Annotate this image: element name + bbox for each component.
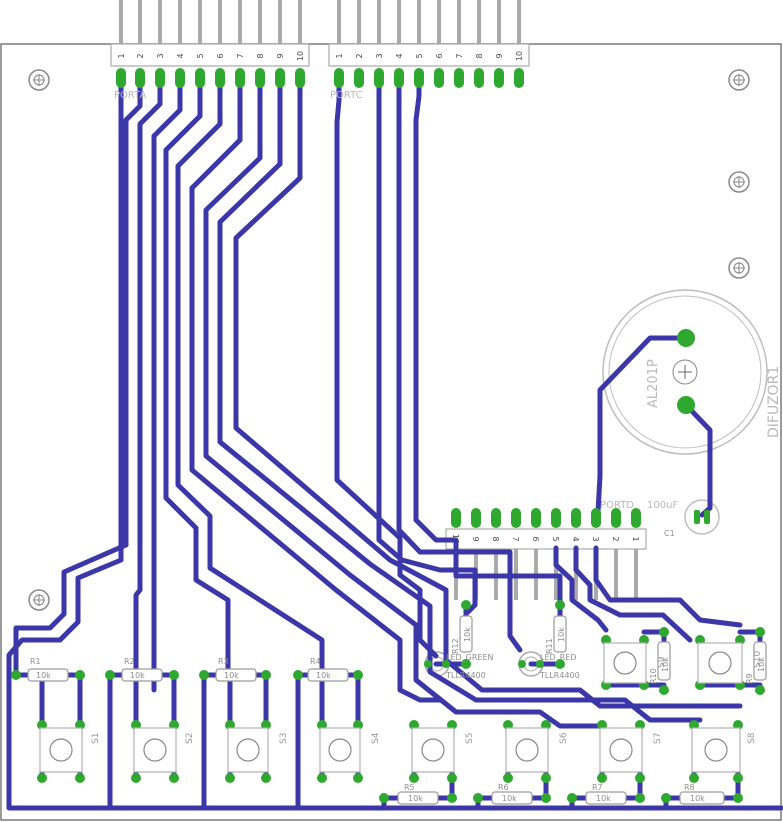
switch-s1-label: S1	[91, 733, 101, 744]
led-green-part: TLLR4400	[445, 671, 486, 680]
portc-pin-8: 8	[475, 53, 484, 58]
portd-pin-8: 8	[491, 536, 500, 541]
resistor-r3-label: R3	[218, 657, 229, 666]
switch-s8-label: S8	[747, 732, 757, 744]
porta-pin-9: 9	[276, 53, 285, 58]
capacitor-outline	[684, 499, 720, 535]
porta-header-pins	[119, 0, 302, 44]
portd-pin-9: 9	[471, 536, 480, 541]
resistor-r1-value: 10k	[36, 671, 51, 680]
resistor-r10-value: 10k	[661, 657, 670, 672]
mounting-hole-bottom-left	[28, 589, 50, 611]
mounting-hole-top-left	[28, 69, 50, 91]
resistor-r4-value: 10k	[316, 671, 331, 680]
portc-pin-6: 6	[435, 53, 444, 58]
portd-pin-5: 5	[551, 536, 560, 541]
portc-pin-3: 3	[375, 53, 384, 58]
resistor-r9-value: 10k	[757, 657, 766, 672]
portd-pin-2: 2	[611, 536, 620, 541]
portc-pin-4: 4	[395, 53, 404, 58]
resistor-r10-label: R10	[649, 668, 658, 684]
switch-bodies	[39, 642, 743, 773]
porta-header-body	[110, 43, 310, 67]
switch-s3-label: S3	[279, 733, 289, 744]
resistor-r11-value: 10k	[557, 627, 566, 642]
resistor-r7-value: 10k	[596, 794, 611, 803]
switch-s9-label: S9	[657, 656, 667, 668]
switch-s10-label: S10	[753, 651, 763, 668]
portd-pin-7: 7	[511, 536, 520, 541]
resistor-r11-label: R11	[545, 638, 554, 654]
porta-pin-3: 3	[156, 53, 165, 58]
header-pads	[116, 68, 641, 528]
resistor-r7-label: R7	[592, 783, 603, 792]
resistor-r2-value: 10k	[130, 671, 145, 680]
resistor-r4-label: R4	[310, 657, 321, 666]
portc-pin-5: 5	[415, 53, 424, 58]
portd-pin-6: 6	[531, 536, 540, 541]
copper-traces	[6, 73, 783, 811]
resistor-r1-label: R1	[30, 657, 41, 666]
resistor-r9-label: R9	[745, 673, 754, 684]
portc-pin-numbers: 1 2 3 4 5 6 7 8 9 10	[335, 51, 524, 61]
switch-s5-label: S5	[465, 733, 475, 744]
resistor-r8-value: 10k	[690, 794, 705, 803]
portc-pin-1: 1	[335, 53, 344, 58]
resistor-r5-value: 10k	[408, 794, 423, 803]
resistor-r5-label: R5	[404, 783, 415, 792]
porta-pin-7: 7	[236, 53, 245, 58]
capacitor-value: 100uF	[647, 500, 678, 511]
porta-label: PORTA	[114, 90, 146, 101]
portc-pin-7: 7	[455, 53, 464, 58]
portd-pin-4: 4	[571, 536, 580, 541]
buzzer-outline	[602, 289, 768, 455]
capacitor-name: C1	[664, 529, 675, 538]
portc-header-pins	[337, 0, 521, 44]
mounting-hole-top-right	[728, 69, 750, 91]
switch-buttons	[49, 651, 732, 762]
porta-pin-6: 6	[216, 53, 225, 58]
switch-s7-label: S7	[653, 733, 663, 744]
porta-pin-numbers: 1 2 3 4 5 6 7 8 9 10	[117, 51, 305, 61]
resistor-r12-value: 10k	[463, 627, 472, 642]
led-red-part: TLLR4400	[539, 671, 580, 680]
porta-pin-10: 10	[296, 51, 305, 61]
switch-s4-label: S4	[371, 732, 381, 744]
mounting-hole-right-2	[728, 257, 750, 279]
portd-pin-1: 1	[631, 536, 640, 541]
buzzer-part: AL201P	[646, 359, 661, 408]
resistor-r6-label: R6	[498, 783, 509, 792]
mounting-hole-right-1	[728, 171, 750, 193]
led-green-label: LED_GREEN	[446, 653, 494, 662]
buzzer-name: DIFUZOR1	[766, 366, 782, 438]
portd-pin-3: 3	[591, 536, 600, 541]
portd-label: PORTD	[600, 500, 634, 511]
porta-pin-5: 5	[196, 53, 205, 58]
portc-pin-2: 2	[355, 53, 364, 58]
resistor-r8-label: R8	[684, 783, 695, 792]
portc-header-body	[328, 43, 530, 67]
porta-pin-1: 1	[117, 53, 126, 58]
resistor-r6-value: 10k	[502, 794, 517, 803]
led-red-label: LED_RED	[540, 653, 576, 662]
resistor-r3-value: 10k	[224, 671, 239, 680]
portc-pin-9: 9	[495, 53, 504, 58]
porta-pin-2: 2	[136, 53, 145, 58]
resistor-bodies	[27, 615, 767, 805]
portc-pin-10: 10	[515, 51, 524, 61]
switch-s2-label: S2	[185, 733, 195, 744]
porta-pin-8: 8	[256, 53, 265, 58]
resistor-r12-label: R12	[451, 638, 460, 654]
porta-pin-4: 4	[176, 53, 185, 58]
switch-s6-label: S6	[559, 732, 569, 744]
portc-label: PORTC	[330, 90, 363, 101]
resistor-r2-label: R2	[124, 657, 135, 666]
